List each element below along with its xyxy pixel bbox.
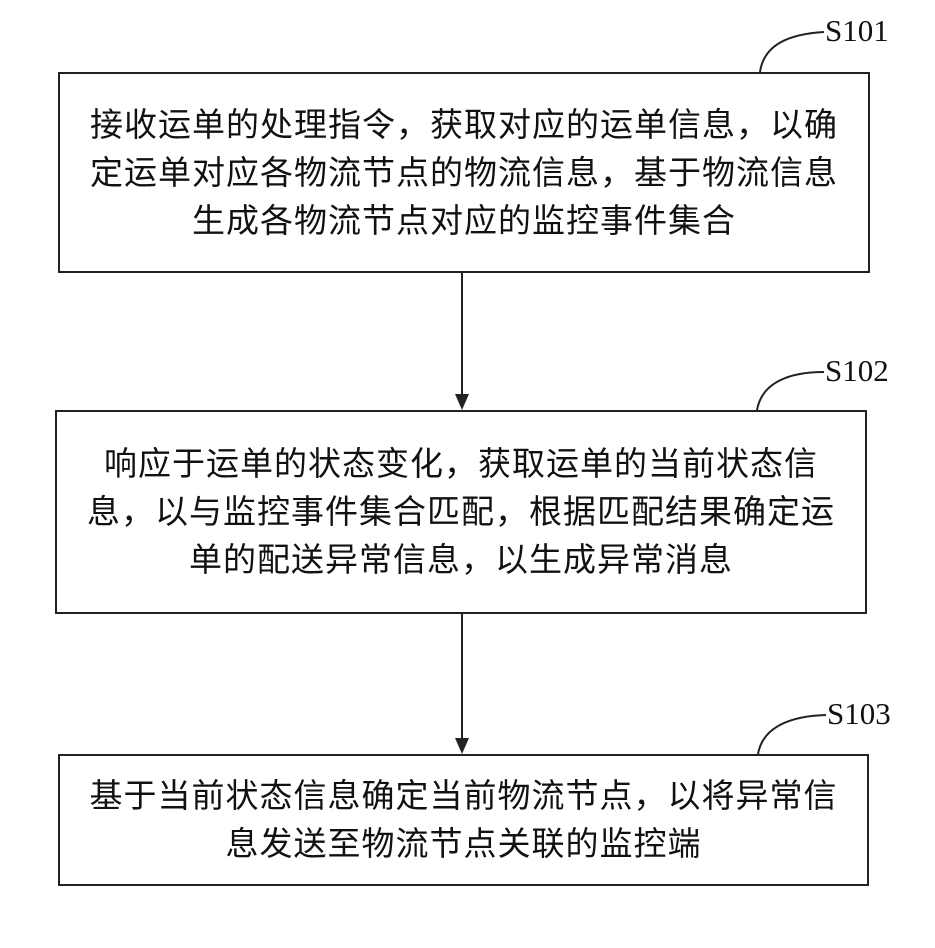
- step-box-s101: 接收运单的处理指令，获取对应的运单信息，以确定运单对应各物流节点的物流信息，基于…: [58, 72, 870, 273]
- leader-curve-s103: [758, 715, 826, 754]
- leader-curve-s102: [757, 372, 824, 410]
- arrowhead-s103: [455, 738, 469, 754]
- step-text-s103: 基于当前状态信息确定当前物流节点，以将异常信息发送至物流节点关联的监控端: [74, 772, 853, 868]
- step-box-s103: 基于当前状态信息确定当前物流节点，以将异常信息发送至物流节点关联的监控端: [58, 754, 869, 886]
- arrowhead-s102: [455, 394, 469, 410]
- step-text-s102: 响应于运单的状态变化，获取运单的当前状态信息，以与监控事件集合匹配，根据匹配结果…: [71, 440, 851, 584]
- step-text-s101: 接收运单的处理指令，获取对应的运单信息，以确定运单对应各物流节点的物流信息，基于…: [74, 101, 854, 245]
- step-label-s103: S103: [827, 697, 891, 731]
- step-box-s102: 响应于运单的状态变化，获取运单的当前状态信息，以与监控事件集合匹配，根据匹配结果…: [55, 410, 867, 614]
- step-label-s102: S102: [825, 354, 889, 388]
- step-label-s101: S101: [825, 14, 889, 48]
- leader-curve-s101: [760, 32, 824, 72]
